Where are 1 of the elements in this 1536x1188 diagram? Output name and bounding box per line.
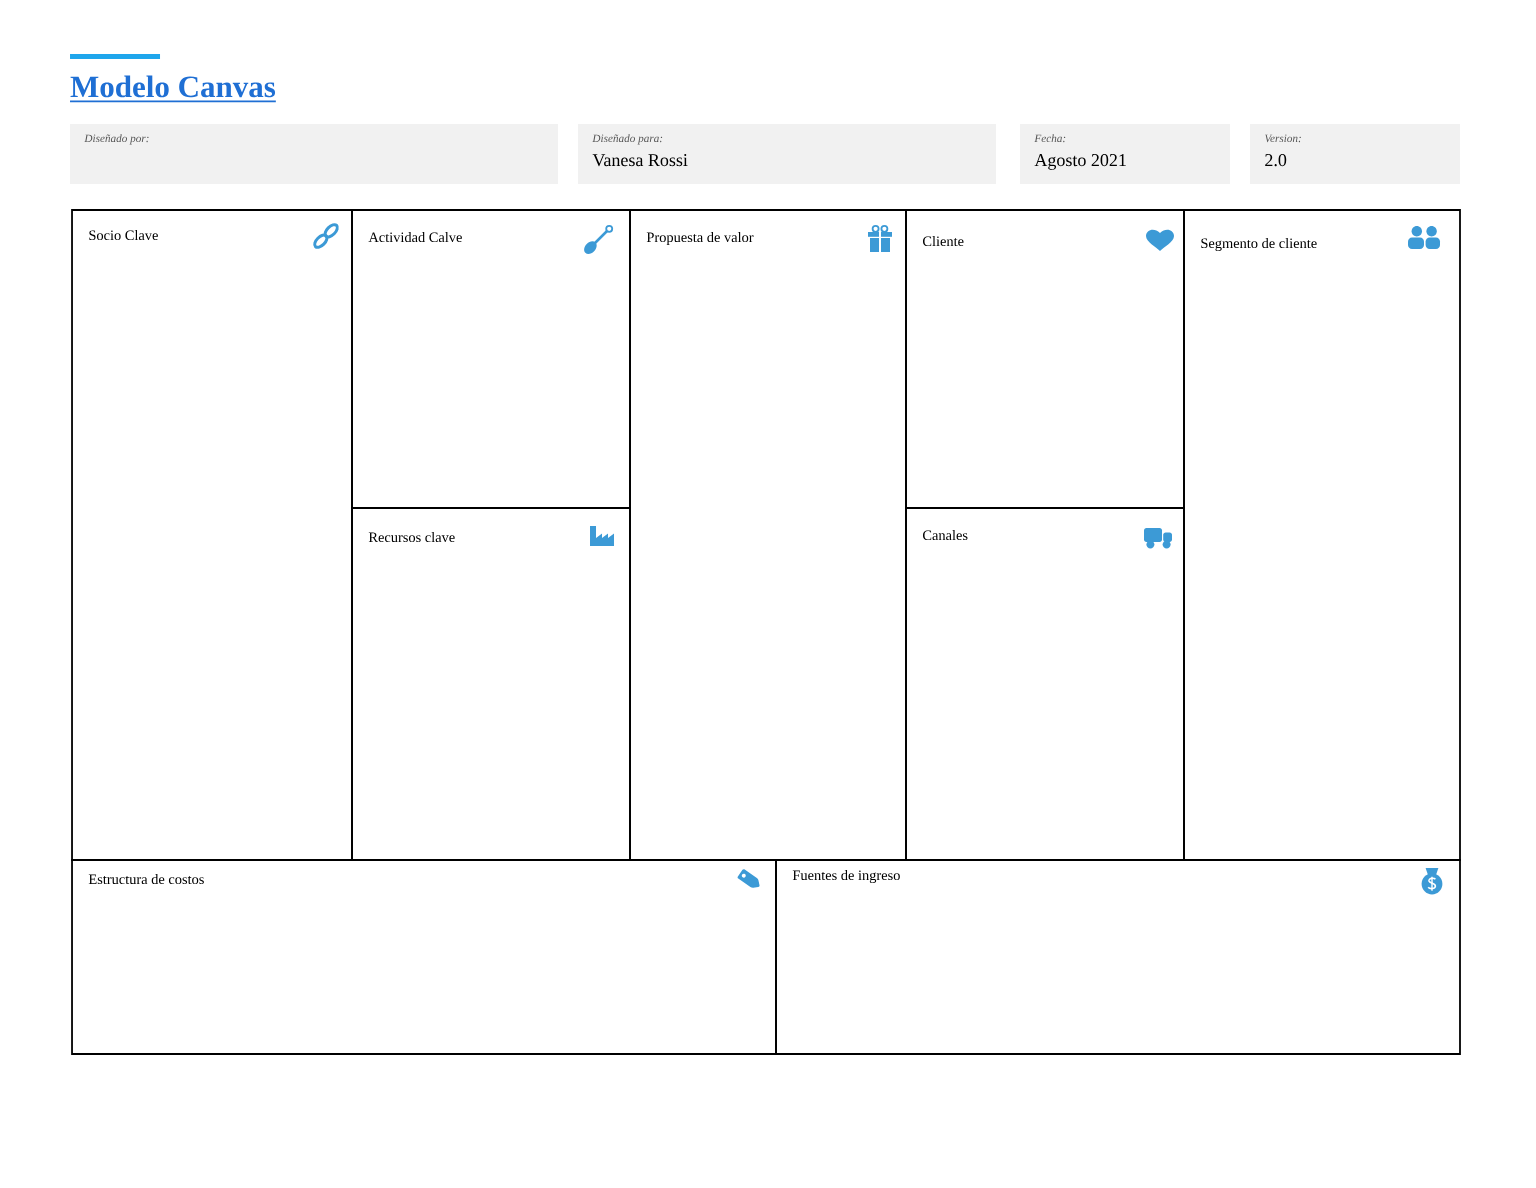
- title: Modelo Canvas: [69, 75, 277, 103]
